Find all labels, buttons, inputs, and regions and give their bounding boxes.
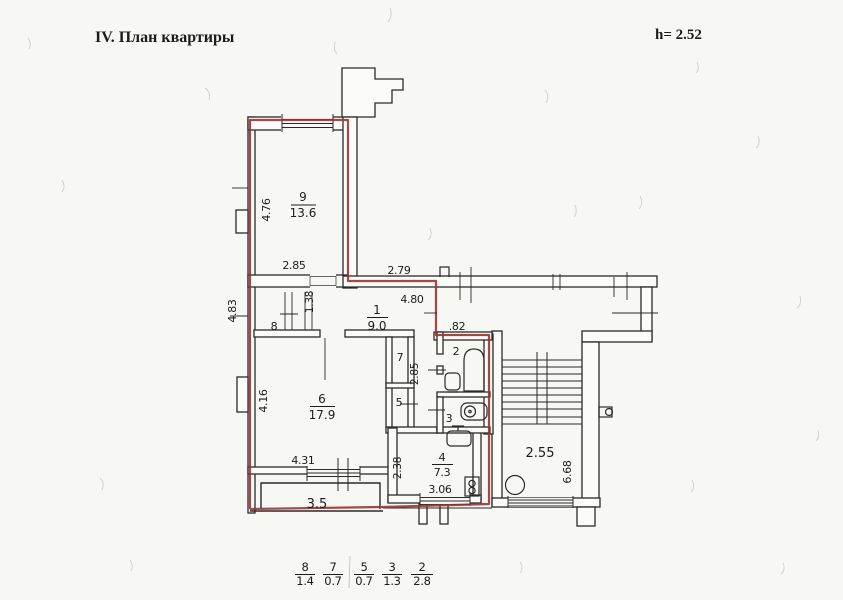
room2-number: 2	[453, 345, 460, 358]
dim-hall-top: 2.79	[387, 264, 411, 277]
wall-hall-top-band	[342, 275, 658, 288]
wall-corridor-room6-a	[253, 329, 321, 338]
ceiling-height-note: h= 2.52	[655, 27, 702, 43]
room3-number: 3	[446, 412, 453, 425]
wall-stair-east	[581, 341, 600, 503]
kitchen-sink-icon	[446, 430, 472, 447]
room1-area: 9.0	[367, 319, 386, 333]
wall-room9-right	[342, 116, 358, 289]
room9-area: 13.6	[290, 206, 317, 220]
stove-icon	[464, 476, 480, 497]
room4-number: 4	[439, 451, 446, 464]
dim-room9-width: 2.85	[282, 259, 306, 272]
page-title: IV. План квартиры	[95, 29, 235, 46]
red-boundary	[248, 118, 491, 511]
room6-number: 6	[318, 392, 326, 406]
dim-kitchen-height: 2.38	[392, 457, 404, 479]
dim-passage: .82	[449, 320, 466, 333]
legend-num-5: 5	[360, 560, 367, 574]
legend-area-8: 1.4	[296, 574, 313, 588]
balcony-outline	[250, 482, 492, 512]
sink-bowl-icon	[463, 405, 477, 418]
legend-area-5: 0.7	[355, 574, 372, 588]
wall-closet-partition	[385, 382, 415, 389]
room9-number: 9	[299, 190, 307, 204]
legend-group: 8 1.4 7 0.7 5 0.7 3 1.3 2 2.8	[295, 560, 433, 588]
legend-area-3: 1.3	[383, 574, 400, 588]
chimney-block	[341, 67, 404, 118]
legend-area-7: 0.7	[324, 574, 341, 588]
dim-closet-width: 1.38	[304, 291, 316, 313]
stub-entrance-right	[576, 506, 596, 527]
dim-closet-column: 2.85	[409, 363, 421, 385]
wall-toilet-left	[436, 396, 444, 434]
room8-number: 8	[271, 320, 278, 333]
dim-landing-height: 6.68	[561, 460, 574, 484]
pilaster-upper	[235, 209, 249, 234]
labels-group: IV. План квартиры h= 2.52 9 13.6 4.76 2.…	[95, 27, 702, 588]
room4-area: 7.3	[434, 466, 451, 479]
dim-left-wall: 4.83	[226, 299, 239, 323]
dim-kitchen-width: 3.06	[428, 483, 452, 496]
vent-mark	[439, 266, 450, 277]
legend-num-8: 8	[301, 560, 308, 574]
door-room9	[309, 274, 337, 288]
garbage-chute-icon	[504, 474, 526, 496]
stairs-group	[502, 352, 582, 425]
dim-landing-width: 2.55	[526, 446, 555, 461]
wall-toilet-bottom	[436, 426, 491, 434]
washbasin-bath-icon	[444, 372, 461, 391]
wall-stair-top	[581, 330, 653, 343]
room5-number: 5	[396, 396, 403, 409]
dim-room6-height: 4.16	[257, 389, 270, 413]
tick-marks-group	[230, 187, 658, 411]
pilaster-lower	[236, 376, 249, 413]
legend-num-7: 7	[329, 560, 336, 574]
dim-corridor-length: 4.80	[400, 293, 424, 306]
bathtub-icon	[463, 348, 485, 392]
room7-number: 7	[397, 351, 404, 364]
sink-unit-toilet-icon	[460, 402, 488, 421]
wall-corridor-room6-b	[344, 329, 415, 338]
dim-room6-width: 4.31	[291, 454, 314, 467]
wall-bath-toilet	[436, 391, 491, 398]
balcony-area: 3.5	[307, 497, 328, 512]
scan-artifacts	[27, 7, 820, 589]
fixtures-group	[439, 266, 614, 497]
wall-kitchen-right	[472, 427, 482, 503]
room6-area: 17.9	[309, 408, 336, 422]
legend-num-2: 2	[418, 560, 425, 574]
legend-area-2: 2.8	[413, 574, 430, 588]
room1-number: 1	[373, 303, 381, 317]
wall-bath-left-a	[436, 331, 444, 355]
legend-num-3: 3	[388, 560, 395, 574]
dim-room9-height: 4.76	[260, 198, 273, 222]
